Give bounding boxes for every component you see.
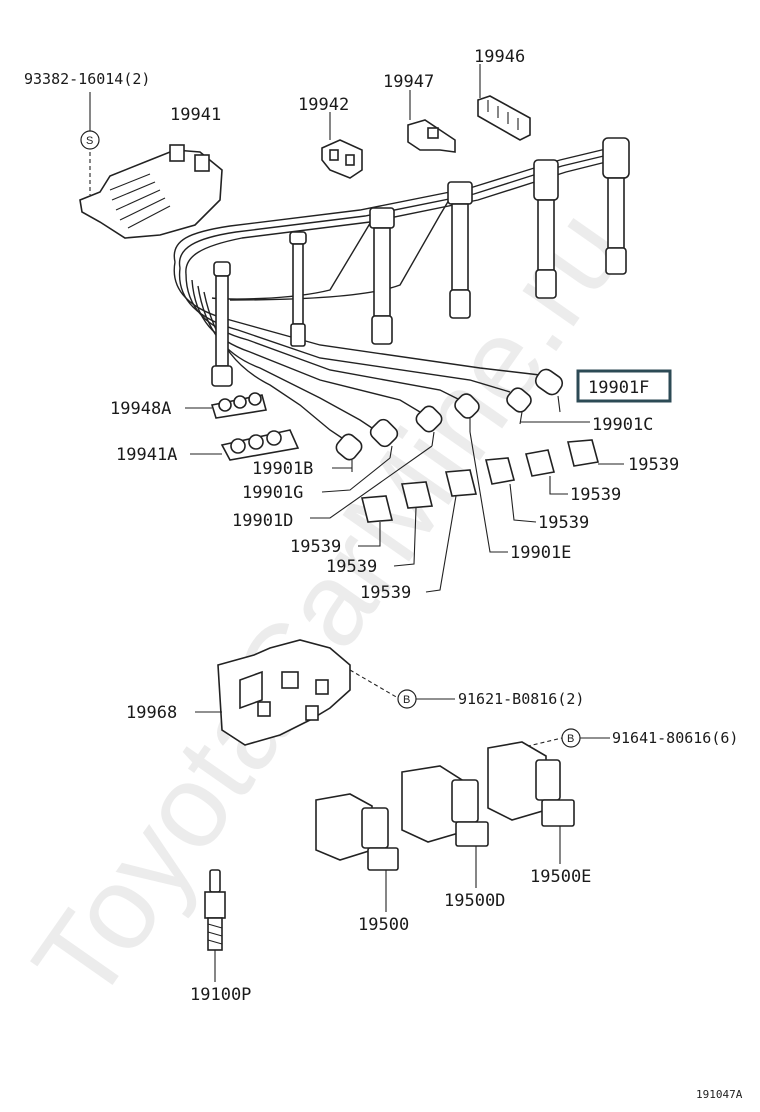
bracket-19968 — [217, 639, 351, 746]
wire-harness — [173, 147, 615, 441]
holder-19941 — [79, 144, 223, 239]
label-19539-1[interactable]: 19539 — [628, 455, 679, 475]
label-91621[interactable]: 91621-B0816(2) — [458, 690, 584, 708]
label-19946[interactable]: 19946 — [474, 47, 525, 67]
label-19901c[interactable]: 19901C — [592, 415, 653, 435]
label-19539-4[interactable]: 19539 — [290, 537, 341, 557]
label-19100p[interactable]: 19100P — [190, 985, 251, 1005]
coil-19500e — [487, 741, 575, 827]
label-19901b[interactable]: 19901B — [252, 459, 313, 479]
label-19539-6[interactable]: 19539 — [360, 583, 411, 603]
plug-boot-5 — [602, 137, 630, 275]
label-19539-2[interactable]: 19539 — [570, 485, 621, 505]
clip-19948a — [210, 392, 268, 419]
label-19947[interactable]: 19947 — [383, 72, 434, 92]
clip-19947 — [407, 119, 456, 153]
label-19539-3[interactable]: 19539 — [538, 513, 589, 533]
dash-91621 — [349, 669, 399, 699]
label-19941a[interactable]: 19941A — [116, 445, 177, 465]
label-19500[interactable]: 19500 — [358, 915, 409, 935]
label-19941[interactable]: 19941 — [170, 105, 221, 125]
plug-boot-6 — [211, 261, 233, 387]
highlight-19901f — [576, 369, 672, 403]
spark-plug-19100p — [204, 869, 226, 960]
plug-boot-2 — [369, 207, 395, 345]
coil-19500 — [315, 793, 399, 871]
label-93382[interactable]: 93382-16014(2) — [24, 70, 150, 88]
label-19942[interactable]: 19942 — [298, 95, 349, 115]
coil-19500d — [401, 765, 489, 847]
plug-boot-4 — [533, 159, 559, 299]
label-19968[interactable]: 19968 — [126, 703, 177, 723]
label-19901g[interactable]: 19901G — [242, 483, 303, 503]
label-19901f[interactable]: 19901F — [588, 378, 649, 398]
clip-19941a — [220, 429, 300, 461]
label-19948a[interactable]: 19948A — [110, 399, 171, 419]
leaders-19539 — [358, 463, 624, 593]
diagram-id: 191047A — [696, 1088, 743, 1101]
watermark: ToyotaCarMine.ru — [8, 186, 650, 1025]
clip-19946 — [477, 95, 531, 141]
plug-boot-1 — [289, 231, 307, 347]
caps-19539 — [360, 439, 600, 523]
label-19500d[interactable]: 19500D — [444, 891, 505, 911]
label-19901e[interactable]: 19901E — [510, 543, 571, 563]
leaders-19901 — [310, 421, 590, 553]
label-19500e[interactable]: 19500E — [530, 867, 591, 887]
label-91641[interactable]: 91641-80616(6) — [612, 729, 738, 747]
clip-19942 — [321, 139, 363, 179]
label-19901d[interactable]: 19901D — [232, 511, 293, 531]
label-19539-5[interactable]: 19539 — [326, 557, 377, 577]
b-symbol-1: B — [403, 694, 410, 706]
b-symbol-2: B — [567, 733, 574, 745]
plug-boot-3 — [447, 181, 473, 319]
wire-ends — [335, 368, 564, 472]
s-symbol: S — [86, 135, 93, 147]
